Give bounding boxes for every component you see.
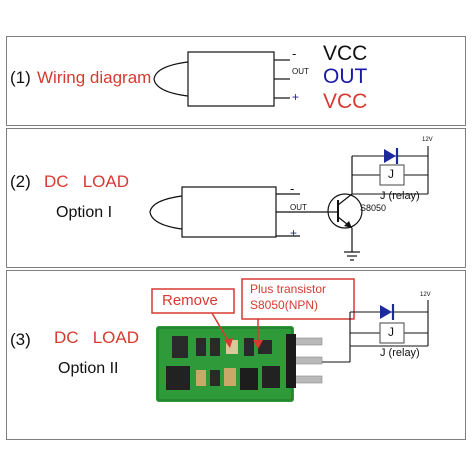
emitter-arrow (344, 221, 352, 228)
label-vcc-positive: VCC (323, 90, 368, 113)
label-vcc-negative: VCC (323, 42, 368, 65)
panel1-pin-out: OUT (292, 67, 309, 76)
panel2-relay-box-label: J (388, 167, 394, 181)
panel3-supply-label: 12V (420, 292, 431, 298)
diode-symbol-3 (380, 304, 395, 320)
plus-transistor-text-line1: Plus transistor (250, 282, 327, 296)
plus-transistor-arrowhead (253, 340, 263, 349)
panel2-dc-load: DC LOAD (44, 172, 130, 191)
panel1-pin-minus: - (292, 46, 297, 61)
panel2-pin-minus: - (290, 181, 295, 196)
panel3-dc-load: DC LOAD (54, 328, 140, 347)
panel3-relay-label: J (relay) (380, 347, 420, 359)
panel1-title: Wiring diagram (37, 68, 152, 87)
panel1-pin-plus: + (292, 90, 300, 104)
pcb-module-image (156, 326, 323, 402)
panel2-relay-label: J (relay) (380, 190, 420, 202)
remove-callout-text: Remove (162, 292, 218, 309)
plus-transistor-text-line2: S8050(NPN) (250, 298, 319, 312)
panel-option-one (6, 128, 466, 268)
plus-transistor-callout-box (241, 278, 355, 320)
remove-callout-box (151, 288, 235, 314)
sensor-body-2 (149, 186, 328, 238)
panel-wiring-diagram (6, 36, 466, 126)
panel3-relay-box-label: J (388, 325, 394, 339)
sensor-body-1 (153, 51, 290, 107)
panel3-option-label: Option II (58, 360, 119, 377)
panel3-number: (3) (10, 330, 31, 349)
relay-circuit-2 (352, 146, 429, 195)
label-out: OUT (323, 65, 368, 88)
panel2-pin-plus: + (290, 226, 298, 240)
panel1-number: (1) (10, 68, 31, 87)
transistor-label: S8050 (360, 203, 387, 213)
panel2-supply-label: 12V (422, 137, 433, 143)
panel2-number: (2) (10, 172, 31, 191)
remove-arrowhead (224, 338, 233, 348)
diode-symbol-2 (384, 148, 399, 164)
transistor-symbol (327, 156, 363, 261)
panel2-option-label: Option I (56, 204, 113, 221)
panel2-pin-out: OUT (290, 203, 307, 212)
remove-arrow (211, 312, 231, 345)
